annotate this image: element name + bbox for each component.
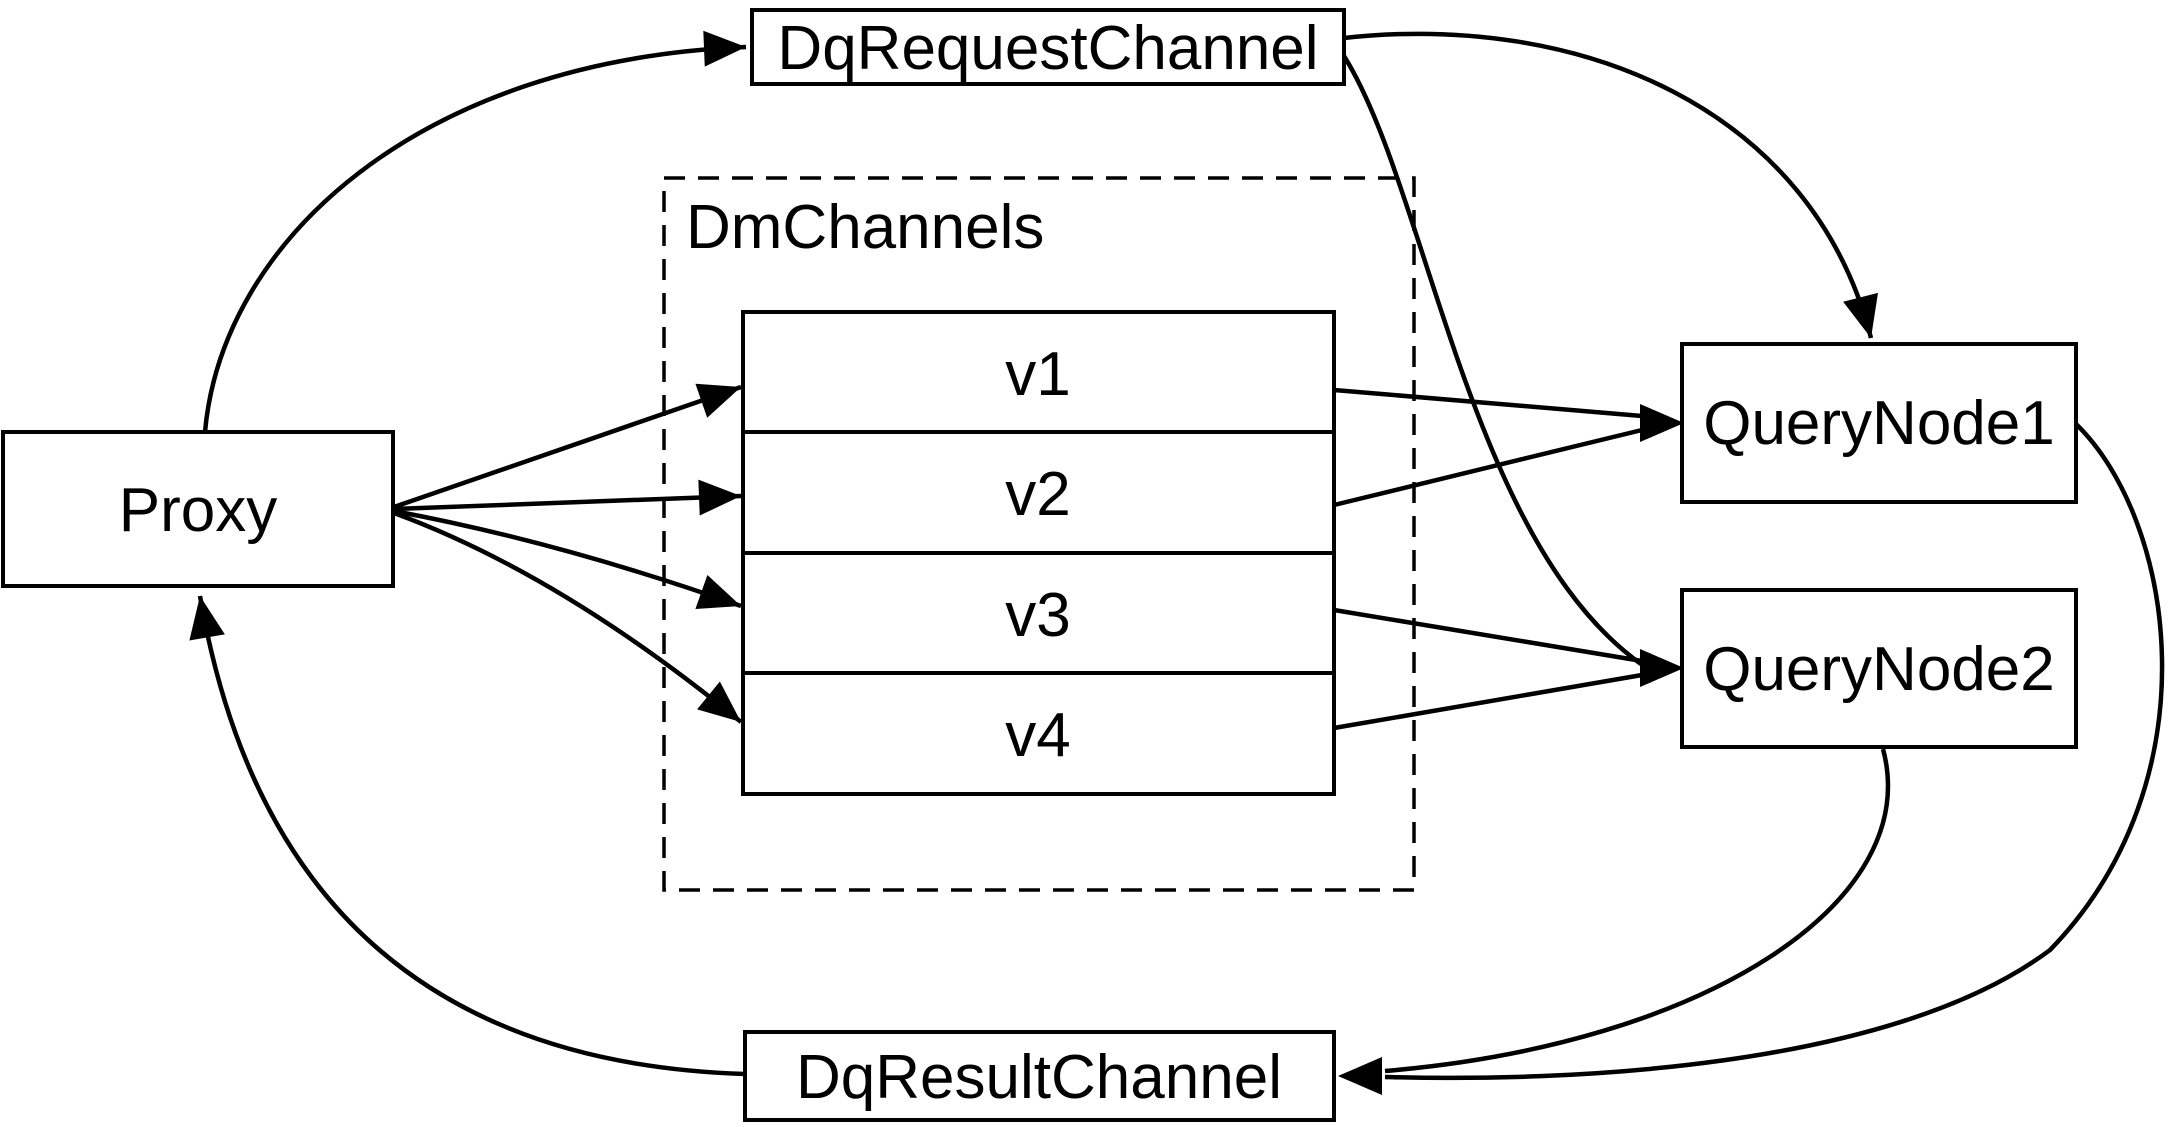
channel-row-v3 <box>741 551 1336 675</box>
channel-label-v3: v3 <box>1005 581 1070 650</box>
edge-querynode1-to-dqresultchannel <box>1384 422 2165 1081</box>
channel-label-v4: v4 <box>1005 701 1070 770</box>
dq-request-channel-box <box>750 8 1346 86</box>
dq-request-channel-label: DqRequestChannel <box>777 14 1318 83</box>
edge-dqrequestchannel-to-querynode1 <box>1343 31 1878 339</box>
proxy-box <box>1 430 395 588</box>
edge-dqrequestchannel-to-querynode2 <box>1342 54 1643 666</box>
dq-result-channel-label: DqResultChannel <box>796 1043 1282 1112</box>
query-node-2-label: QueryNode2 <box>1703 635 2055 704</box>
edge-v4-to-querynode2 <box>1333 672 1643 731</box>
proxy-label: Proxy <box>119 476 277 545</box>
edge-v1-to-querynode1 <box>1333 387 1643 419</box>
channel-row-v2 <box>741 430 1336 555</box>
edge-proxy-to-v1 <box>393 383 742 510</box>
edge-v2-to-querynode1 <box>1333 427 1643 508</box>
query-node-1-box <box>1680 342 2078 504</box>
query-node-2-box <box>1680 588 2078 749</box>
channel-row-v4 <box>741 671 1336 796</box>
dq-result-channel-box <box>743 1030 1336 1122</box>
arrowhead-querynode1-left <box>1640 404 1684 442</box>
edge-proxy-to-v4 <box>393 510 743 724</box>
channel-row-v1 <box>741 310 1336 434</box>
edge-querynode2-to-dqresultchannel <box>1384 748 1891 1074</box>
dm-channels-group-box <box>662 176 1416 892</box>
edge-proxy-to-v3 <box>393 508 742 609</box>
channel-label-v2: v2 <box>1005 460 1070 529</box>
dm-channels-group-label: DmChannels <box>686 193 1044 262</box>
edge-v3-to-querynode2 <box>1333 607 1643 664</box>
edge-dqresultchannel-to-proxy <box>189 595 746 1077</box>
edge-proxy-to-dqrequestchannel <box>202 30 747 433</box>
arrowhead-dqresultchannel-right <box>1338 1057 1382 1095</box>
channel-label-v1: v1 <box>1005 340 1070 409</box>
query-node-1-label: QueryNode1 <box>1703 389 2055 458</box>
arrowhead-querynode2-left <box>1640 649 1684 687</box>
edge-proxy-to-v2 <box>393 479 742 516</box>
